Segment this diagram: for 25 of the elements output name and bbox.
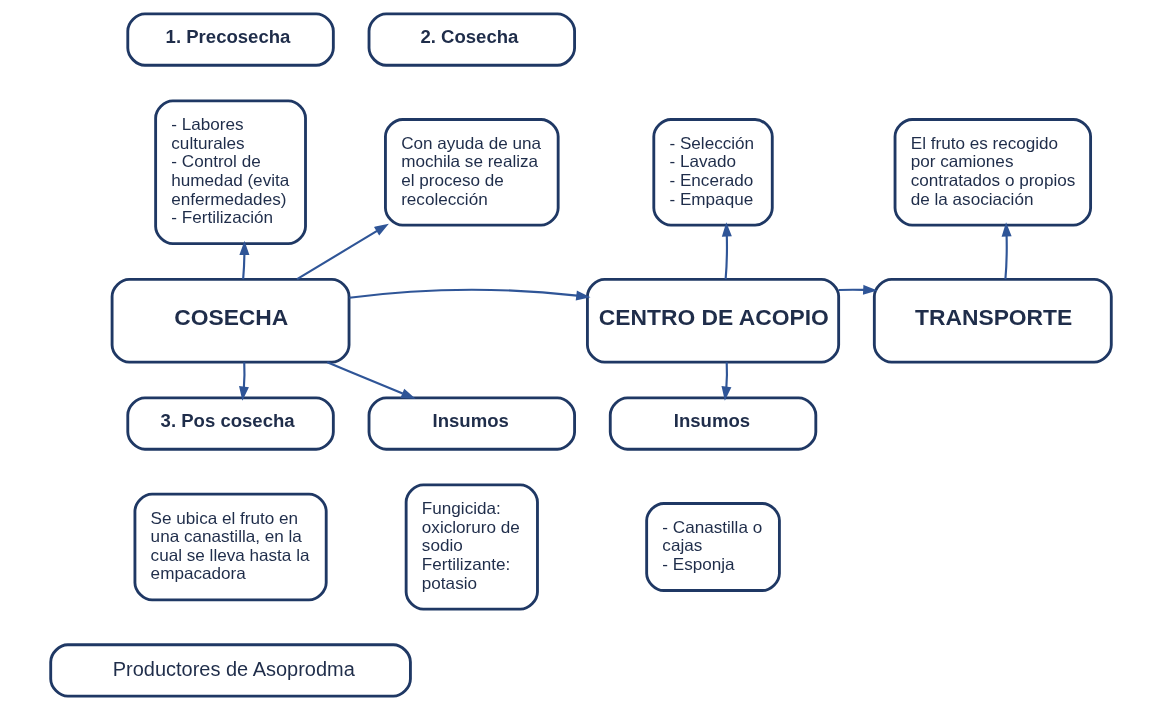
node-box: 1. Precosecha (125, 12, 335, 67)
node-box: - Canastilla o cajas - Esponja (644, 502, 781, 592)
arrow (721, 222, 732, 280)
node-box: El fruto es recogido por camiones contratados o propios de la asociación (893, 118, 1092, 227)
arrow (296, 223, 389, 281)
arrow (838, 284, 877, 295)
node-box: Productores de Asoprodma (48, 643, 412, 698)
node-box: 2. Cosecha (367, 12, 576, 67)
node-box: 3. Pos cosecha (125, 396, 335, 451)
arrow (238, 240, 249, 280)
arrow (1001, 222, 1012, 280)
arrow (721, 362, 731, 401)
node-box: TRANSPORTE (872, 277, 1113, 364)
node-box: Insumos (367, 396, 576, 451)
arrow (238, 362, 249, 401)
node-box: - Labores culturales - Control de humedad (evita enfermedades) - Fertilización (153, 99, 307, 246)
node-box: Insumos (608, 396, 817, 451)
node-box: - Selección - Lavado - Encerado - Empaque (651, 118, 774, 227)
node-box: COSECHA (110, 277, 350, 364)
arrow (326, 361, 416, 399)
node-box: Con ayuda de una mochila se realiza el proceso de recolección (383, 118, 560, 227)
arrow (348, 288, 590, 301)
node-box: CENTRO DE ACOPIO (585, 277, 840, 364)
node-box: Fungicida: oxicloruro de sodio Fertilizante: potasio (404, 483, 539, 611)
node-box: Se ubica el fruto en una canastilla, en la cual se lleva hasta la empacadora (133, 492, 328, 602)
